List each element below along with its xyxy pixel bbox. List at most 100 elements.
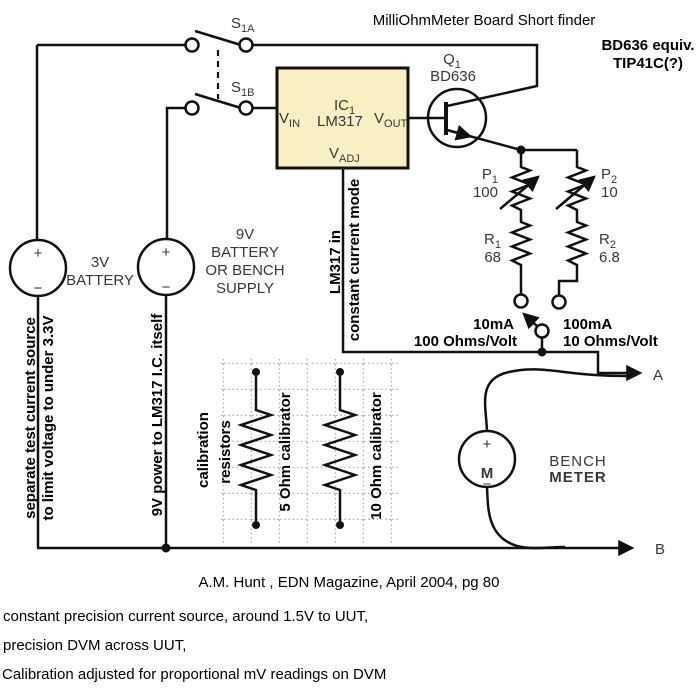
p2-value: 10 [601,184,618,201]
caption-credit: A.M. Hunt , EDN Magazine, April 2004, pg… [199,574,500,591]
meter-minus: − [483,476,492,493]
note-test-source-1: separate test current source [22,317,39,519]
p1-r1-branch [508,150,534,294]
wire-meter-minus-lead [485,486,566,550]
range-left-current: 10mA [473,316,514,333]
ic-pin-vout: VOUT [374,110,408,130]
s1a-contact-right [238,37,254,53]
terminal-b-label: B [655,541,665,558]
calibrator-10ohm-bottom-dot [336,521,344,529]
calibrator-10ohm-resistor [321,376,359,521]
battery-9v: + − 9V BATTERY OR BENCH SUPPLY [136,226,285,297]
s1a-contact-left [184,37,200,53]
p1-value: 100 [473,184,498,201]
battery-9v-minus: − [162,279,171,296]
q1-ref: Q1 [443,51,461,71]
range-right-scale: 10 Ohms/Volt [563,333,658,350]
s1b-contact-right [238,100,254,116]
range-selector-arrow-icon [522,312,540,330]
current-set-network: P1 100 P2 10 R1 68 R2 6.8 10mA 100 Ohms/… [414,148,658,352]
bench-meter: + M − BENCH METER [457,429,607,493]
r1-ref: R1 [484,231,501,251]
range-terminal-100ma [551,294,567,310]
note-calibration-line1: calibration [195,412,212,488]
range-left-scale: 100 Ohms/Volt [414,333,517,350]
r2-ref: R2 [599,231,616,251]
range-terminal-10ma [513,293,529,309]
battery-3v-plus: + [34,245,43,262]
p1-wiper-arrow-icon [499,175,540,210]
battery-9v-circle-icon [136,237,196,297]
s1b-label: S1B [231,79,254,99]
equiv-note-line2: TIP41C(?) [613,55,683,72]
calibration-grid-2 [311,358,398,543]
calibrator-10ohm-top-dot [336,368,344,376]
caption-line3: precision DVM across UUT, [3,637,186,654]
wiring [35,43,643,557]
note-calibration-line2: resistors [217,420,234,483]
note-cal-10ohm: 10 Ohm calibrator [368,392,385,520]
calibrator-5ohm-bottom-dot [252,521,260,529]
s1b-blade [194,92,242,110]
s1a-label: S1A [231,15,255,35]
p2-wiper-arrow-icon [555,175,596,210]
p2-r2-branch [557,150,590,295]
ic-ref: IC1 [334,97,355,117]
p2-ref: P2 [601,166,617,186]
terminal-a-label: A [653,367,663,384]
transistor-q1: Q1 BD636 [426,51,522,152]
note-9v-power: 9V power to LM317 I.C. itself [149,313,166,517]
wire-meter-plus-lead [483,368,635,432]
dpst-switch: S1A S1B [184,15,255,116]
calibration-grid-1 [219,358,308,543]
q1-part: BD636 [430,68,476,85]
r1-value: 68 [484,249,501,266]
meter-label-meter: METER [549,469,607,486]
wire-adj-to-A [341,168,643,382]
range-right-current: 100mA [563,316,612,333]
note-lm317-line2: constant current mode [346,179,363,342]
ic-part: LM317 [317,113,363,130]
battery-9v-label4: SUPPLY [216,280,274,297]
wire-collector [253,43,539,108]
meter-plus: + [483,436,492,453]
captions: A.M. Hunt , EDN Magazine, April 2004, pg… [2,574,500,683]
wire-9v-top [165,106,186,239]
battery-3v: + − 3V BATTERY [8,238,134,298]
note-cal-5ohm: 5 Ohm calibrator [277,392,294,511]
vertical-notes: separate test current source to limit vo… [22,179,363,521]
transistor-emitter-arrow-icon [446,124,473,141]
meter-label-bench: BENCH [549,453,607,470]
battery-3v-circle-icon [8,238,68,298]
page-title: MilliOhmMeter Board Short finder [373,12,596,29]
s1a-blade [194,29,242,47]
transistor-circle-icon [426,87,488,149]
battery-3v-minus: − [34,280,43,297]
ic-body [275,66,410,170]
battery-3v-label1: 3V [91,254,109,271]
range-selector-pole [534,323,550,339]
battery-9v-label3: OR BENCH [205,262,284,279]
caption-line2: constant precision current source, aroun… [3,608,368,625]
r2-value: 6.8 [599,249,620,266]
equiv-note-line1: BD636 equiv. [601,37,694,54]
s1b-contact-left [184,100,200,116]
ic-pin-vadj: VADJ [329,145,360,165]
note-lm317-line1: LM317 in [327,230,344,294]
meter-symbol: M [481,465,494,482]
battery-9v-label2: BATTERY [211,244,279,261]
calibrator-5ohm-resistor [237,376,275,521]
lm317-regulator: IC1 LM317 VIN VOUT VADJ [275,66,410,170]
calibrator-5ohm-top-dot [252,368,260,376]
ic-pin-vin: VIN [279,110,300,130]
caption-line4: Calibration adjusted for proportional mV… [2,666,386,683]
note-test-source-2: to limit voltage to under 3.3V [40,315,57,520]
junction-9v-return [161,543,171,553]
calibration-area: calibration resistors 5 Ohm calibrator 1… [195,358,398,543]
p1-ref: P1 [482,166,498,186]
battery-3v-label2: BATTERY [66,272,134,289]
battery-9v-plus: + [162,244,171,261]
battery-9v-label1: 9V [236,226,254,243]
